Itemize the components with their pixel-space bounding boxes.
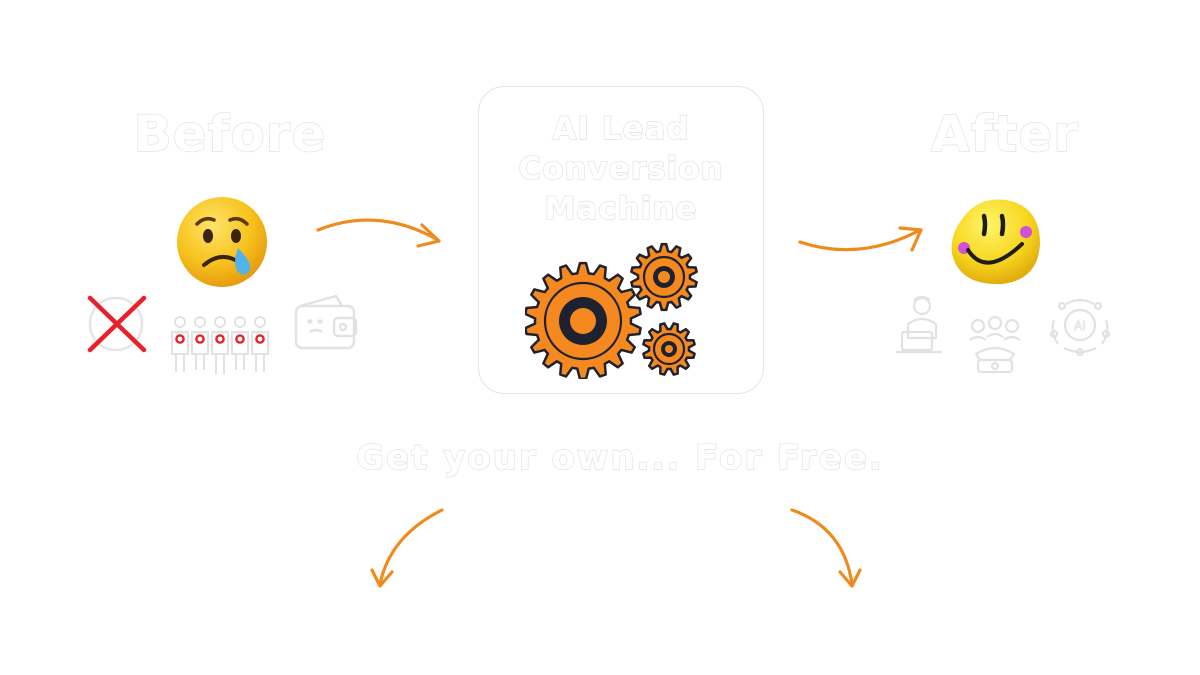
- small-gear: [642, 322, 696, 376]
- ai-brain-icon: AI: [1049, 298, 1111, 356]
- arrow-down-left-icon: [370, 508, 444, 588]
- rejected-x-icon: [87, 295, 147, 353]
- after-title: After: [930, 104, 1079, 163]
- machine-title-line-3: Machine: [544, 190, 698, 227]
- arrow-right-icon: [798, 226, 923, 252]
- arrow-down-right-icon: [790, 508, 862, 588]
- sad-crying-face-icon: [177, 197, 267, 287]
- phone-support-icon: [969, 315, 1021, 374]
- machine-title-line-2: Conversion: [518, 150, 724, 187]
- machine-title-line-1: AI Lead: [552, 110, 690, 147]
- ai-badge-text: AI: [1074, 319, 1086, 333]
- before-title: Before: [133, 104, 327, 163]
- lead-machine-card: AI Lead Conversion Machine: [478, 86, 764, 394]
- office-worker-icon: [896, 295, 942, 354]
- gears-icon: [525, 242, 698, 379]
- empty-wallet-icon: [294, 294, 358, 350]
- machine-title: AI Lead Conversion Machine: [479, 109, 763, 229]
- large-gear: [525, 261, 642, 379]
- cta-text: Get your own... For Free.: [355, 437, 884, 478]
- top-gear: [630, 242, 698, 312]
- arrow-right-icon: [316, 218, 441, 248]
- lost-leads-people-icon: [171, 316, 269, 374]
- smiley-face-icon: [951, 199, 1040, 285]
